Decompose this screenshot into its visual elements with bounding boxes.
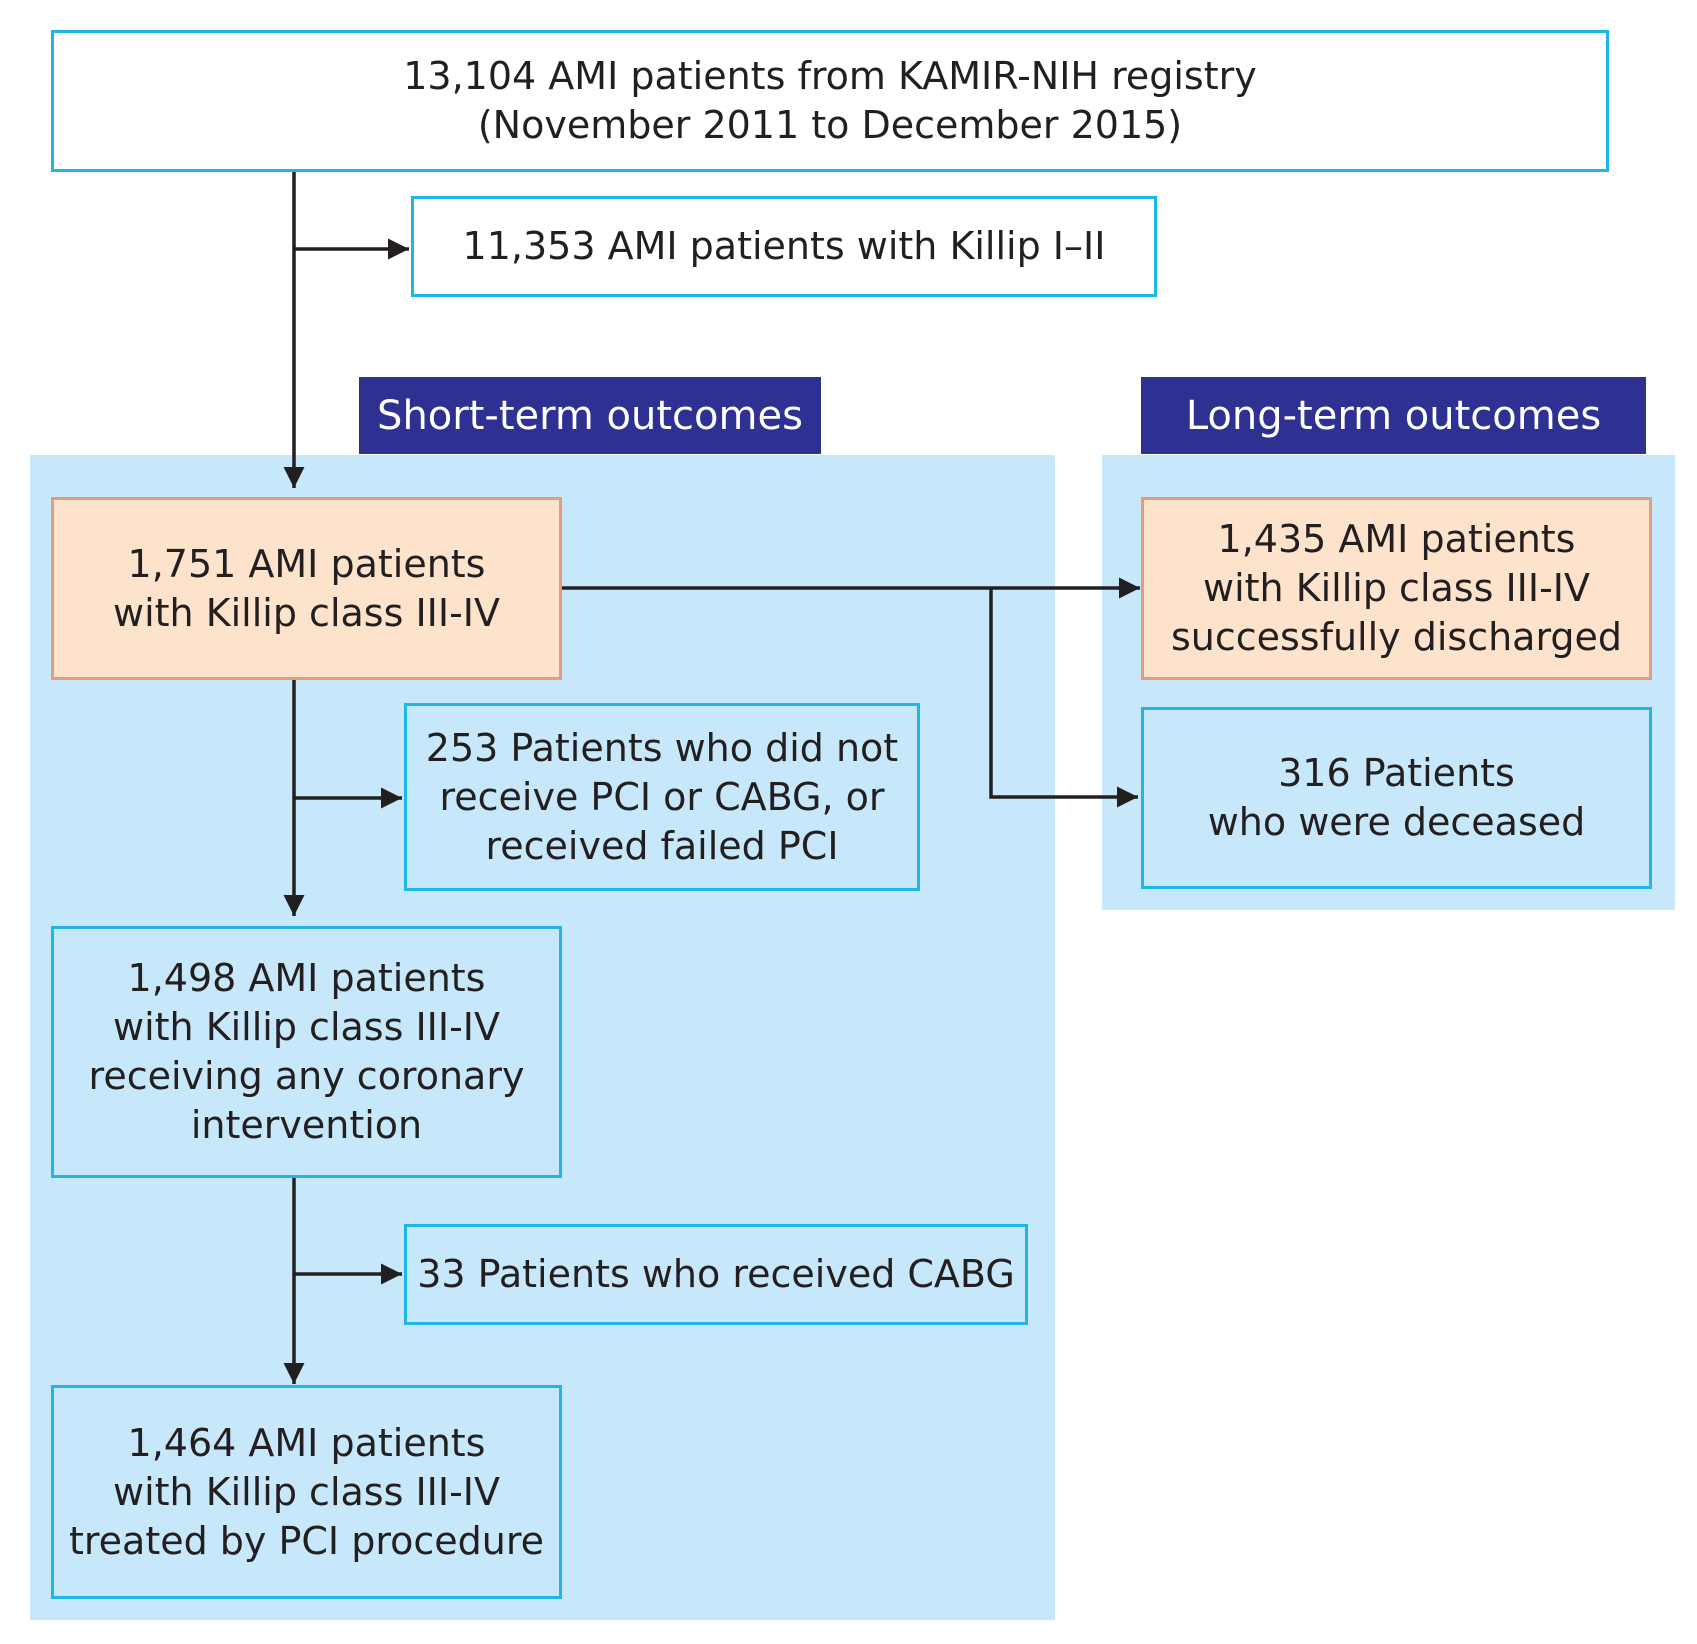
intervention-line-2: with Killip class III-IV [113, 1005, 500, 1049]
deceased-line-1: 316 Patients [1278, 751, 1515, 795]
registry-line-1: 13,104 AMI patients from KAMIR-NIH regis… [403, 54, 1257, 98]
no-pci-box: 253 Patients who did not receive PCI or … [404, 703, 920, 891]
no-pci-line-2: receive PCI or CABG, or [439, 774, 885, 819]
pci-line-1: 1,464 AMI patients [127, 1420, 486, 1465]
discharged-box: 1,435 AMI patients with Killip class III… [1141, 497, 1652, 680]
registry-box: 13,104 AMI patients from KAMIR-NIH regis… [51, 30, 1609, 172]
deceased-line-2: who were deceased [1207, 800, 1586, 844]
killip-i-ii-line-1: 11,353 AMI patients with Killip I–II [462, 224, 1106, 268]
intervention-line-1: 1,498 AMI patients [127, 956, 486, 1000]
killip-iii-iv-line-2: with Killip class III-IV [113, 590, 500, 635]
discharged-line-1: 1,435 AMI patients [1217, 517, 1576, 561]
intervention-line-3: receiving any coronary [88, 1054, 525, 1098]
intervention-box: 1,498 AMI patients with Killip class III… [51, 926, 562, 1178]
killip-iii-iv-line-1: 1,751 AMI patients [127, 541, 486, 586]
short-term-header: Short-term outcomes [359, 377, 821, 454]
long-term-header: Long-term outcomes [1141, 377, 1646, 454]
pci-box: 1,464 AMI patients with Killip class III… [51, 1385, 562, 1599]
intervention-line-4: intervention [190, 1103, 423, 1147]
pci-line-3: treated by PCI procedure [68, 1518, 545, 1563]
killip-i-ii-box: 11,353 AMI patients with Killip I–II [411, 196, 1157, 297]
registry-line-2: (November 2011 to December 2015) [477, 103, 1183, 147]
discharged-line-2: with Killip class III-IV [1203, 566, 1590, 610]
cabg-line-1: 33 Patients who received CABG [417, 1252, 1015, 1296]
cabg-box: 33 Patients who received CABG [404, 1224, 1028, 1325]
no-pci-line-3: received failed PCI [485, 823, 839, 868]
pci-line-2: with Killip class III-IV [113, 1469, 500, 1514]
no-pci-line-1: 253 Patients who did not [425, 725, 899, 770]
killip-iii-iv-box: 1,751 AMI patients with Killip class III… [51, 497, 562, 680]
discharged-line-3: successfully discharged [1170, 615, 1623, 659]
deceased-box: 316 Patients who were deceased [1141, 707, 1652, 889]
